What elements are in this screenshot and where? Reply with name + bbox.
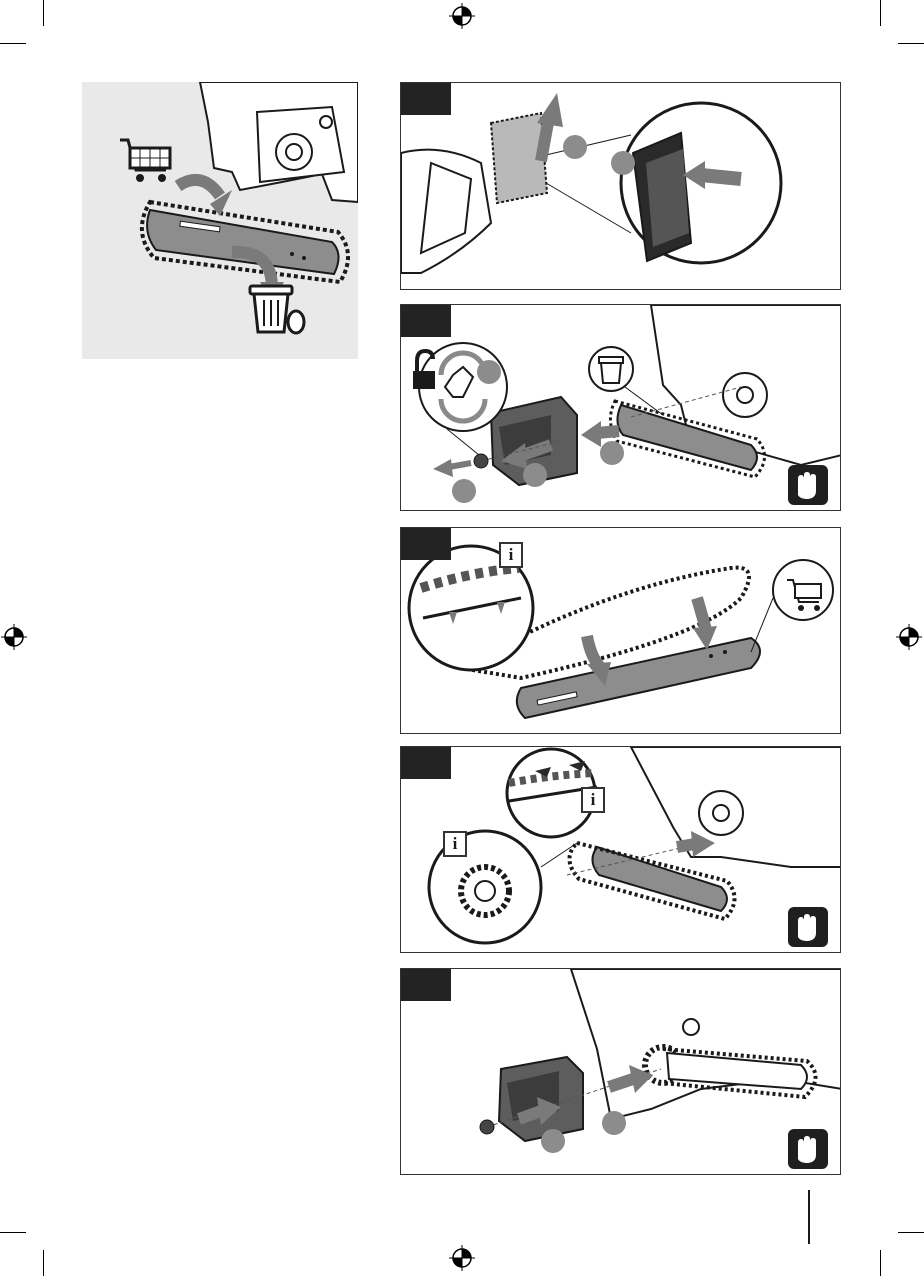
step-tag — [401, 969, 451, 1001]
step-panel-3: i — [400, 527, 841, 734]
cart-icon — [120, 140, 170, 182]
crop-mark-br-v — [880, 1250, 881, 1276]
callout-number — [452, 479, 476, 503]
callout-number — [523, 463, 547, 487]
gloves-icon — [788, 907, 828, 947]
step-tag — [401, 528, 451, 560]
step-panel-5 — [400, 968, 841, 1175]
overview-illustration — [82, 82, 358, 359]
callout-number — [611, 151, 635, 175]
crop-mark-tr-h — [898, 43, 924, 44]
callout-number — [563, 135, 587, 159]
crop-mark-bl-v — [43, 1250, 44, 1276]
crop-mark-tl-h — [0, 43, 26, 44]
trash-icon — [599, 357, 623, 383]
crop-mark-br-h — [898, 1232, 924, 1233]
step-panel-4: i i — [400, 746, 841, 953]
trash-icon — [250, 286, 304, 333]
callout-number — [600, 441, 624, 465]
step-tag — [401, 747, 451, 779]
step-tag — [401, 305, 451, 337]
gloves-icon — [788, 1129, 828, 1169]
registration-mark-icon — [449, 1245, 475, 1271]
new-chain-and-bar-illustration — [401, 528, 841, 734]
step-tag — [401, 83, 451, 115]
chain-cover-mounting-illustration — [401, 969, 841, 1175]
callout-number — [541, 1129, 565, 1153]
callout-number — [602, 1111, 626, 1135]
crop-mark-tr-v — [880, 0, 881, 26]
gloves-icon — [788, 465, 828, 505]
registration-mark-icon — [1, 624, 27, 650]
saw-chain-replacement-overview — [82, 82, 358, 359]
step-panel-2 — [400, 304, 841, 511]
page-tab-marker — [808, 1190, 828, 1244]
battery-removal-illustration — [401, 83, 841, 290]
crop-mark-tl-v — [43, 0, 44, 26]
chain-mounting-illustration — [401, 747, 841, 953]
info-icon: i — [499, 542, 523, 568]
callout-number — [477, 360, 501, 384]
info-icon: i — [443, 831, 467, 857]
crop-mark-bl-h — [0, 1232, 26, 1233]
registration-mark-icon — [896, 624, 922, 650]
info-icon: i — [581, 787, 605, 813]
step-panel-1 — [400, 82, 841, 290]
registration-mark-icon — [449, 3, 475, 29]
